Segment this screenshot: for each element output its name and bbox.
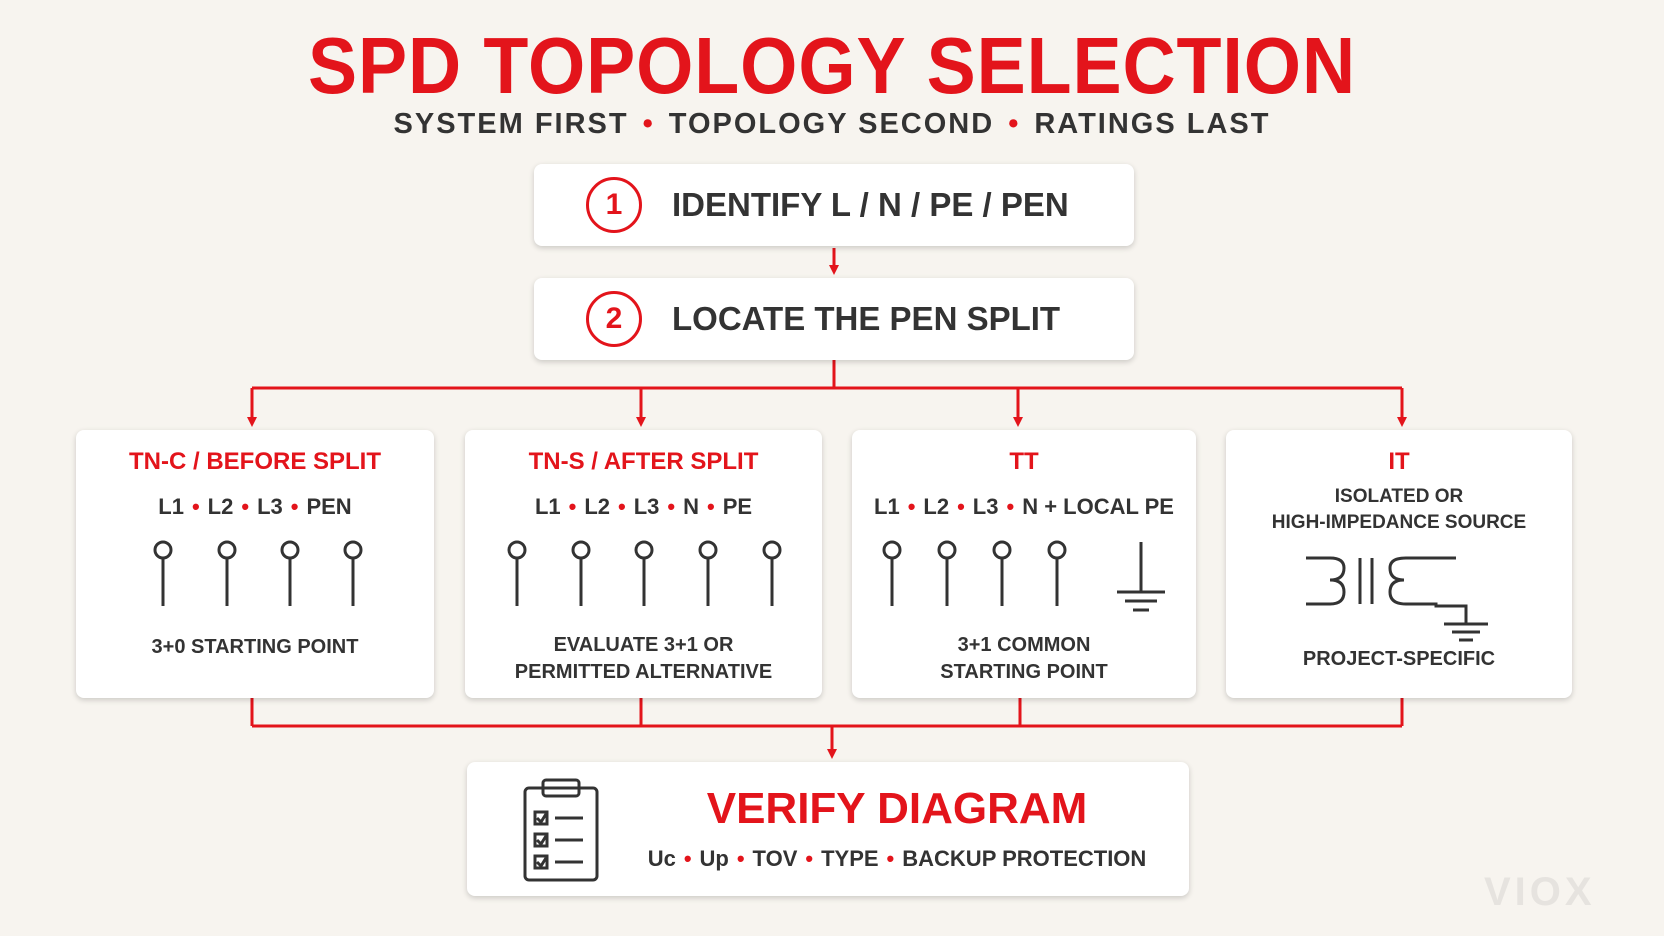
viox-logo: VIOX	[1484, 870, 1596, 914]
step-number-badge: 2	[586, 291, 642, 347]
conductor-list: L1•L2•L3•N + LOCAL PE	[874, 494, 1174, 519]
page-title: SPD TOPOLOGY SELECTION	[307, 21, 1357, 110]
card-tt: TT L1•L2•L3•N + LOCAL PE 3+1 COMMON STAR…	[852, 430, 1196, 698]
card-subtitle: ISOLATED OR HIGH-IMPEDANCE SOURCE	[1226, 484, 1572, 536]
terminal-pins-with-ground-icon	[882, 540, 1165, 612]
verify-item: Up	[699, 846, 729, 871]
card-note: 3+1 COMMON STARTING POINT	[852, 632, 1196, 686]
card-title: TT	[1009, 448, 1039, 475]
transformer-icon	[1306, 556, 1488, 642]
subtitle-item: SYSTEM FIRST	[393, 108, 629, 140]
card-title: IT	[1388, 448, 1410, 475]
ground-symbol-icon	[1444, 622, 1488, 642]
conductor-label: L3	[972, 494, 999, 519]
conductor-label: L3	[633, 494, 660, 519]
step-label: LOCATE THE PEN SPLIT	[672, 300, 1061, 337]
verify-diagram-box: VERIFY DIAGRAM Uc•Up•TOV•TYPE•BACKUP PRO…	[467, 762, 1189, 896]
subtitle-line: HIGH-IMPEDANCE SOURCE	[1271, 512, 1527, 533]
conductor-label: L1	[534, 494, 561, 519]
note-line: 3+1 COMMON	[957, 634, 1091, 656]
conductor-label: L3	[257, 494, 283, 519]
card-note: EVALUATE 3+1 OR PERMITTED ALTERNATIVE	[465, 632, 822, 686]
subtitle-item: TOPOLOGY SECOND	[668, 108, 995, 140]
verify-item: TYPE	[821, 846, 879, 871]
clipboard-checklist-icon	[523, 778, 599, 882]
conductor-label: N	[683, 494, 699, 519]
conductor-label: N + LOCAL PE	[1022, 494, 1174, 519]
verify-items: Uc•Up•TOV•TYPE•BACKUP PROTECTION	[647, 846, 1147, 871]
card-note: PROJECT-SPECIFIC	[1302, 648, 1496, 670]
verify-item: Uc	[647, 846, 676, 871]
page-subtitle: SYSTEM FIRST•TOPOLOGY SECOND•RATINGS LAS…	[393, 108, 1271, 140]
card-it: IT ISOLATED OR HIGH-IMPEDANCE SOURCE PRO…	[1226, 430, 1572, 698]
card-title: TN-S / AFTER SPLIT	[528, 448, 759, 475]
card-title: TN-C / BEFORE SPLIT	[129, 448, 381, 475]
subtitle-item: RATINGS LAST	[1034, 108, 1271, 140]
verify-title: VERIFY DIAGRAM	[706, 784, 1088, 833]
conductor-label: PEN	[306, 494, 352, 519]
note-line: PERMITTED ALTERNATIVE	[514, 661, 773, 683]
verify-item: BACKUP PROTECTION	[902, 846, 1147, 871]
terminal-pins-icon	[507, 540, 782, 606]
step-label: IDENTIFY L / N / PE / PEN	[672, 186, 1069, 223]
note-line: EVALUATE 3+1 OR	[553, 634, 734, 656]
conductor-label: L1	[158, 494, 184, 519]
card-note: 3+0 STARTING POINT	[151, 636, 359, 658]
step-locate-pen-split: 2 LOCATE THE PEN SPLIT	[534, 278, 1134, 360]
terminal-pins-icon	[153, 540, 363, 606]
verify-item: TOV	[752, 846, 798, 871]
card-tn-s: TN-S / AFTER SPLIT L1•L2•L3•N•PE EVALUAT…	[465, 430, 822, 698]
conductor-label: L1	[874, 494, 900, 519]
step-identify: 1 IDENTIFY L / N / PE / PEN	[534, 164, 1134, 246]
conductor-list: L1•L2•L3•N•PE	[534, 494, 753, 519]
card-tn-c: TN-C / BEFORE SPLIT L1•L2•L3•PEN 3+0 STA…	[76, 430, 434, 698]
ground-symbol-icon	[1117, 542, 1165, 612]
conductor-label: L2	[207, 494, 234, 519]
conductor-label: L2	[584, 494, 611, 519]
conductor-list: L1•L2•L3•PEN	[158, 494, 352, 519]
subtitle-line: ISOLATED OR	[1334, 486, 1464, 507]
conductor-label: L2	[923, 494, 950, 519]
step-number-badge: 1	[586, 177, 642, 233]
conductor-label: PE	[722, 494, 753, 519]
note-line: STARTING POINT	[940, 661, 1108, 683]
